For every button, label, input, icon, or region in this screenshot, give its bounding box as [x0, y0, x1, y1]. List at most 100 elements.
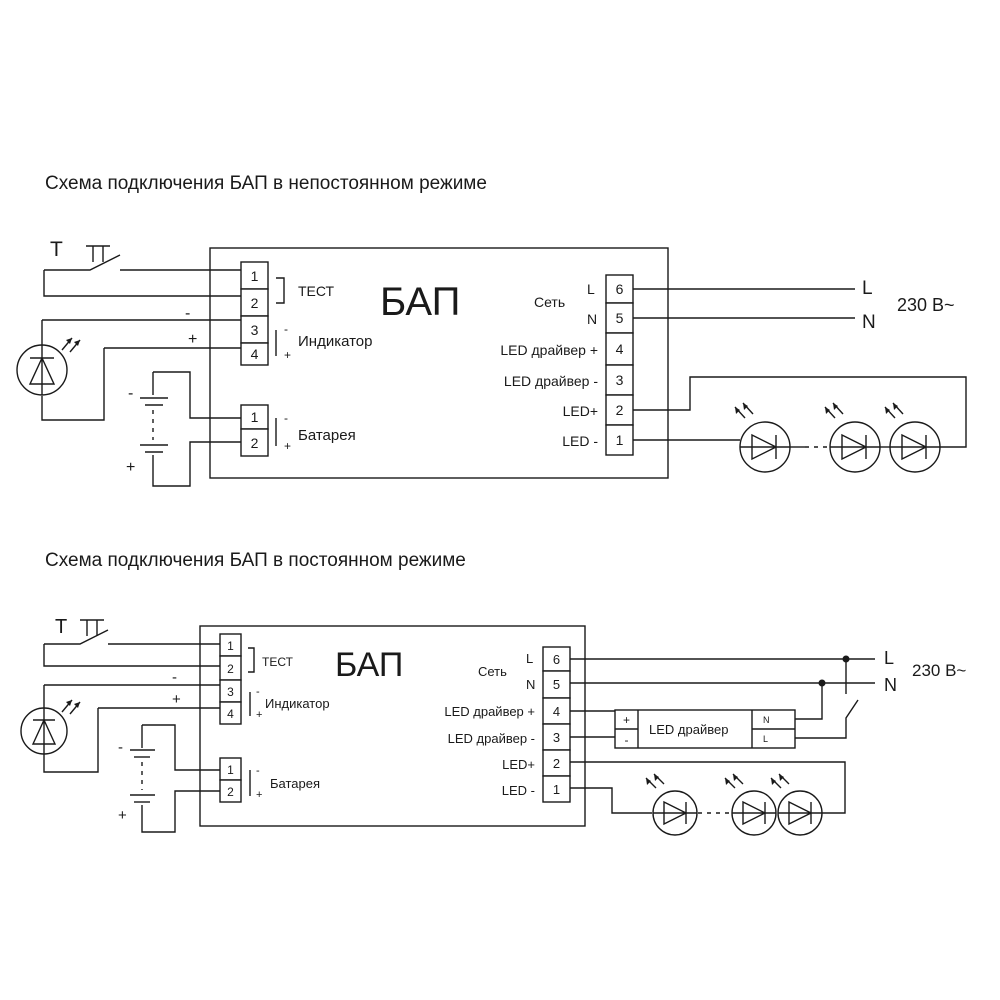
terminal-number: 2 [616, 402, 624, 418]
right-terminal-block: 6 5 4 3 2 1 [542, 646, 571, 803]
line-N: N [884, 675, 897, 695]
driver-label: LED драйвер [649, 722, 728, 737]
battery-minus: - [284, 411, 288, 425]
indicator-plus: + [256, 709, 262, 721]
wire-led-plus [570, 761, 846, 814]
indicator-wire-minus: - [185, 305, 190, 322]
led-plus-label: LED+ [502, 757, 535, 772]
driver-minus: - [625, 733, 629, 747]
terminal-number: 1 [227, 763, 234, 777]
led-icon [724, 773, 777, 836]
terminal-number: 3 [251, 322, 259, 338]
switch-label: Т [55, 616, 67, 638]
terminal-number: 4 [251, 346, 259, 362]
terminal-number: 5 [616, 310, 624, 326]
led-icon [824, 402, 881, 473]
indicator-label: Индикатор [265, 696, 330, 711]
battery-minus-sign: - [118, 739, 123, 756]
wire [795, 683, 823, 720]
indicator-wire-minus: - [172, 669, 177, 686]
test-switch [44, 629, 109, 645]
push-button-icon [80, 619, 104, 636]
battery-minus-sign: - [128, 385, 133, 402]
terminal-number: 6 [553, 652, 560, 667]
terminal-number: 3 [227, 685, 234, 699]
diagram-title: Схема подключения БАП в непостоянном реж… [45, 173, 487, 194]
led-plus-label: LED+ [563, 403, 598, 419]
wire [570, 710, 615, 738]
l-mark: L [587, 281, 595, 297]
indicator-minus: - [256, 686, 260, 698]
indicator-wire-plus: + [172, 691, 181, 708]
driver-plus-label: LED драйвер + [500, 342, 598, 358]
wire-led-minus [570, 787, 652, 814]
led-minus-label: LED - [502, 783, 535, 798]
test-bracket [248, 647, 255, 673]
indicator-wire-plus: + [188, 331, 197, 348]
terminal-number: 4 [616, 341, 624, 357]
battery-label: Батарея [270, 776, 320, 791]
led-icon [734, 402, 791, 473]
wire [43, 708, 99, 773]
terminal-number: 1 [227, 639, 234, 653]
bap-unit-box [199, 625, 586, 827]
terminal-number: 4 [227, 707, 234, 721]
terminal-number: 1 [553, 782, 560, 797]
terminal-number: 1 [251, 409, 259, 425]
terminal-number: 1 [251, 268, 259, 284]
led-driver-box [614, 709, 796, 749]
battery-icon [130, 724, 220, 833]
terminal-number: 2 [251, 295, 259, 311]
left-terminal-block: 1 2 3 4 1 2 [240, 261, 269, 457]
indicator-plus: + [284, 348, 291, 362]
wire [41, 348, 105, 421]
terminal-number: 2 [227, 785, 234, 799]
mains-label: Сеть [478, 664, 507, 679]
test-label: ТЕСТ [262, 655, 294, 669]
terminal-number: 4 [553, 704, 560, 719]
battery-plus: + [256, 789, 262, 801]
led-icon [770, 773, 823, 836]
driver-switch [795, 659, 859, 739]
n-mark: N [587, 311, 597, 327]
terminal-number: 2 [553, 756, 560, 771]
led-minus-label: LED - [562, 433, 598, 449]
led-icon [645, 773, 698, 836]
wire-led-plus [633, 376, 967, 448]
l-mark: L [526, 651, 533, 666]
left-terminal-block: 1 2 3 4 1 2 [219, 633, 242, 803]
terminal-number: 2 [227, 662, 234, 676]
battery-label: Батарея [298, 427, 356, 444]
terminal-number: 5 [553, 677, 560, 692]
driver-plus: + [623, 713, 630, 727]
diagram-non-maintained: Схема подключения БАП в непостоянном реж… [16, 173, 967, 487]
indicator-minus: - [284, 322, 288, 336]
terminal-number: 6 [616, 281, 624, 297]
led-icon [884, 402, 941, 473]
wire [43, 270, 241, 297]
terminal-number: 3 [616, 372, 624, 388]
terminal-number: 1 [616, 432, 624, 448]
voltage-label: 230 В~ [912, 661, 966, 680]
test-label: ТЕСТ [298, 283, 335, 299]
mains-label: Сеть [534, 294, 565, 310]
terminal-number: 3 [553, 730, 560, 745]
switch-label: Т [50, 238, 63, 261]
line-N: N [862, 312, 876, 333]
line-L: L [862, 278, 873, 299]
battery-plus: + [284, 439, 291, 453]
battery-icon [140, 371, 241, 487]
battery-minus: - [256, 765, 260, 777]
bap-unit-label: БАП [380, 280, 460, 324]
voltage-label: 230 В~ [897, 295, 955, 315]
line-L: L [884, 648, 894, 668]
battery-plus-sign: + [126, 459, 135, 476]
driver-minus-label: LED драйвер - [504, 373, 598, 389]
test-switch [44, 254, 121, 271]
terminal-number: 2 [251, 435, 259, 451]
bap-unit-box [209, 247, 669, 479]
driver-plus-label: LED драйвер + [444, 704, 535, 719]
push-button-icon [86, 245, 110, 262]
wire [43, 644, 220, 667]
